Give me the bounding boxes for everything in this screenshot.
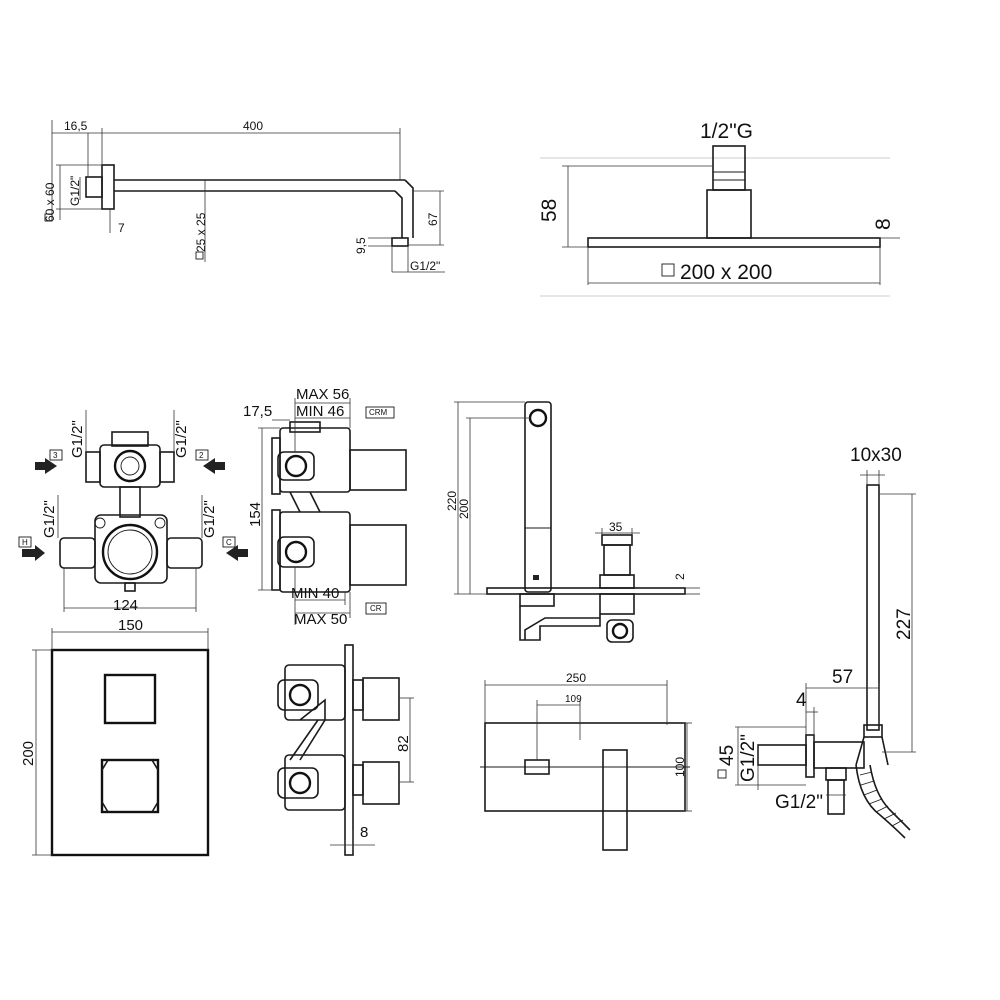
plate-front-dim-150: 150 — [118, 617, 143, 634]
plate-front-lower-knob — [100, 758, 160, 814]
arrow-label-3: 3 — [53, 451, 58, 460]
hand-shower-dim-45: 45 — [717, 745, 738, 766]
spout-dim-35: 35 — [609, 520, 623, 534]
spout-dim-2: 2 — [673, 573, 687, 580]
spout-top-dim-109: 109 — [565, 694, 582, 705]
hand-shower-dim-g12-v: G1/2" — [738, 734, 759, 782]
arrow-label-c: C — [226, 538, 232, 547]
valve-side-17-5: 17,5 — [243, 403, 272, 420]
plate-front-upper-knob — [103, 673, 157, 725]
arrow-label-h: H — [22, 538, 28, 547]
plate-front-dim-200: 200 — [20, 741, 37, 766]
arm-wall-flange — [101, 164, 115, 210]
valve-front-dim-124: 124 — [113, 597, 138, 614]
arm-dim-g12-left: G1/2" — [68, 176, 82, 206]
arm-dim-60x60: 60 x 60 — [43, 182, 57, 222]
shower-head-drawing: 1/2"G 58 8 200 x 200 — [538, 120, 900, 297]
plate-side-dim-82: 82 — [395, 735, 412, 752]
valve-side-min46: MIN 46 — [296, 403, 344, 420]
hand-shower-dim-57: 57 — [832, 667, 853, 688]
plate-side-drawing: 82 8 — [277, 644, 414, 856]
arm-outlet — [391, 237, 409, 247]
arrow-label-2: 2 — [199, 451, 204, 460]
valve-side-max50: MAX 50 — [294, 611, 347, 628]
head-dim-8: 8 — [872, 218, 895, 230]
spout-top-dim-250: 250 — [566, 671, 586, 685]
valve-side-min40: MIN 40 — [291, 585, 339, 602]
hand-shower-dim-g12-h: G1/2" — [775, 792, 823, 813]
head-connector — [712, 145, 746, 191]
arm-dim-67: 67 — [426, 212, 440, 226]
hand-shower-dim-227: 227 — [894, 608, 915, 640]
spout-top-drawing: 250 109 100 — [480, 671, 692, 851]
valve-side-154: 154 — [247, 502, 264, 527]
valve-front-g12-tr: G1/2" — [173, 420, 190, 458]
head-dim-200x200: 200 x 200 — [680, 261, 772, 284]
badge-crm: CRM — [369, 408, 388, 417]
plate-side-dim-8: 8 — [360, 824, 368, 841]
arm-dim-16-5: 16,5 — [64, 119, 88, 133]
arm-wall-thread — [85, 176, 103, 198]
spout-dim-220: 220 — [445, 491, 459, 511]
plate-front-outline — [50, 648, 210, 857]
valve-front-g12-br: G1/2" — [201, 500, 218, 538]
valve-front-drawing: 3 2 H C G1/2" G1/2" G1/2" G1/2" 124 — [18, 410, 248, 614]
hand-shower-dim-10x30: 10x30 — [850, 445, 902, 466]
valve-front-g12-bl: G1/2" — [41, 500, 58, 538]
arm-dim-400: 400 — [243, 119, 263, 133]
plate-front-drawing: 150 200 — [20, 617, 210, 857]
spout-side-drawing: 220 200 35 2 — [445, 401, 700, 643]
arm-dim-g12-bottom: G1/2" — [410, 259, 440, 273]
hand-shower-dim-4: 4 — [796, 690, 807, 711]
arm-dim-9-5: 9,5 — [354, 237, 368, 254]
valve-side-max56: MAX 56 — [296, 386, 349, 403]
head-body — [706, 189, 752, 239]
arm-dim-7: 7 — [118, 221, 125, 235]
spout-dim-200: 200 — [457, 499, 471, 519]
valve-front-g12-tl: G1/2" — [69, 420, 86, 458]
shower-arm-drawing: 16,5 400 60 x 60 G1/2" 7 25 x 25 9,5 67 … — [43, 119, 445, 273]
head-plate — [587, 237, 881, 248]
head-dim-58: 58 — [538, 199, 561, 222]
valve-side-drawing: MAX 56 MIN 46 17,5 154 MIN 40 MAX 50 CRM… — [243, 386, 407, 628]
arm-dim-25x25: 25 x 25 — [194, 212, 208, 252]
spout-top-dim-100: 100 — [673, 757, 687, 777]
hand-shower-drawing: 10x30 227 57 4 45 G1/2" G1/2" — [717, 445, 916, 839]
head-dim-1-2g: 1/2"G — [700, 120, 753, 143]
badge-cr: CR — [370, 604, 382, 613]
hand-shower-handle — [866, 484, 880, 731]
